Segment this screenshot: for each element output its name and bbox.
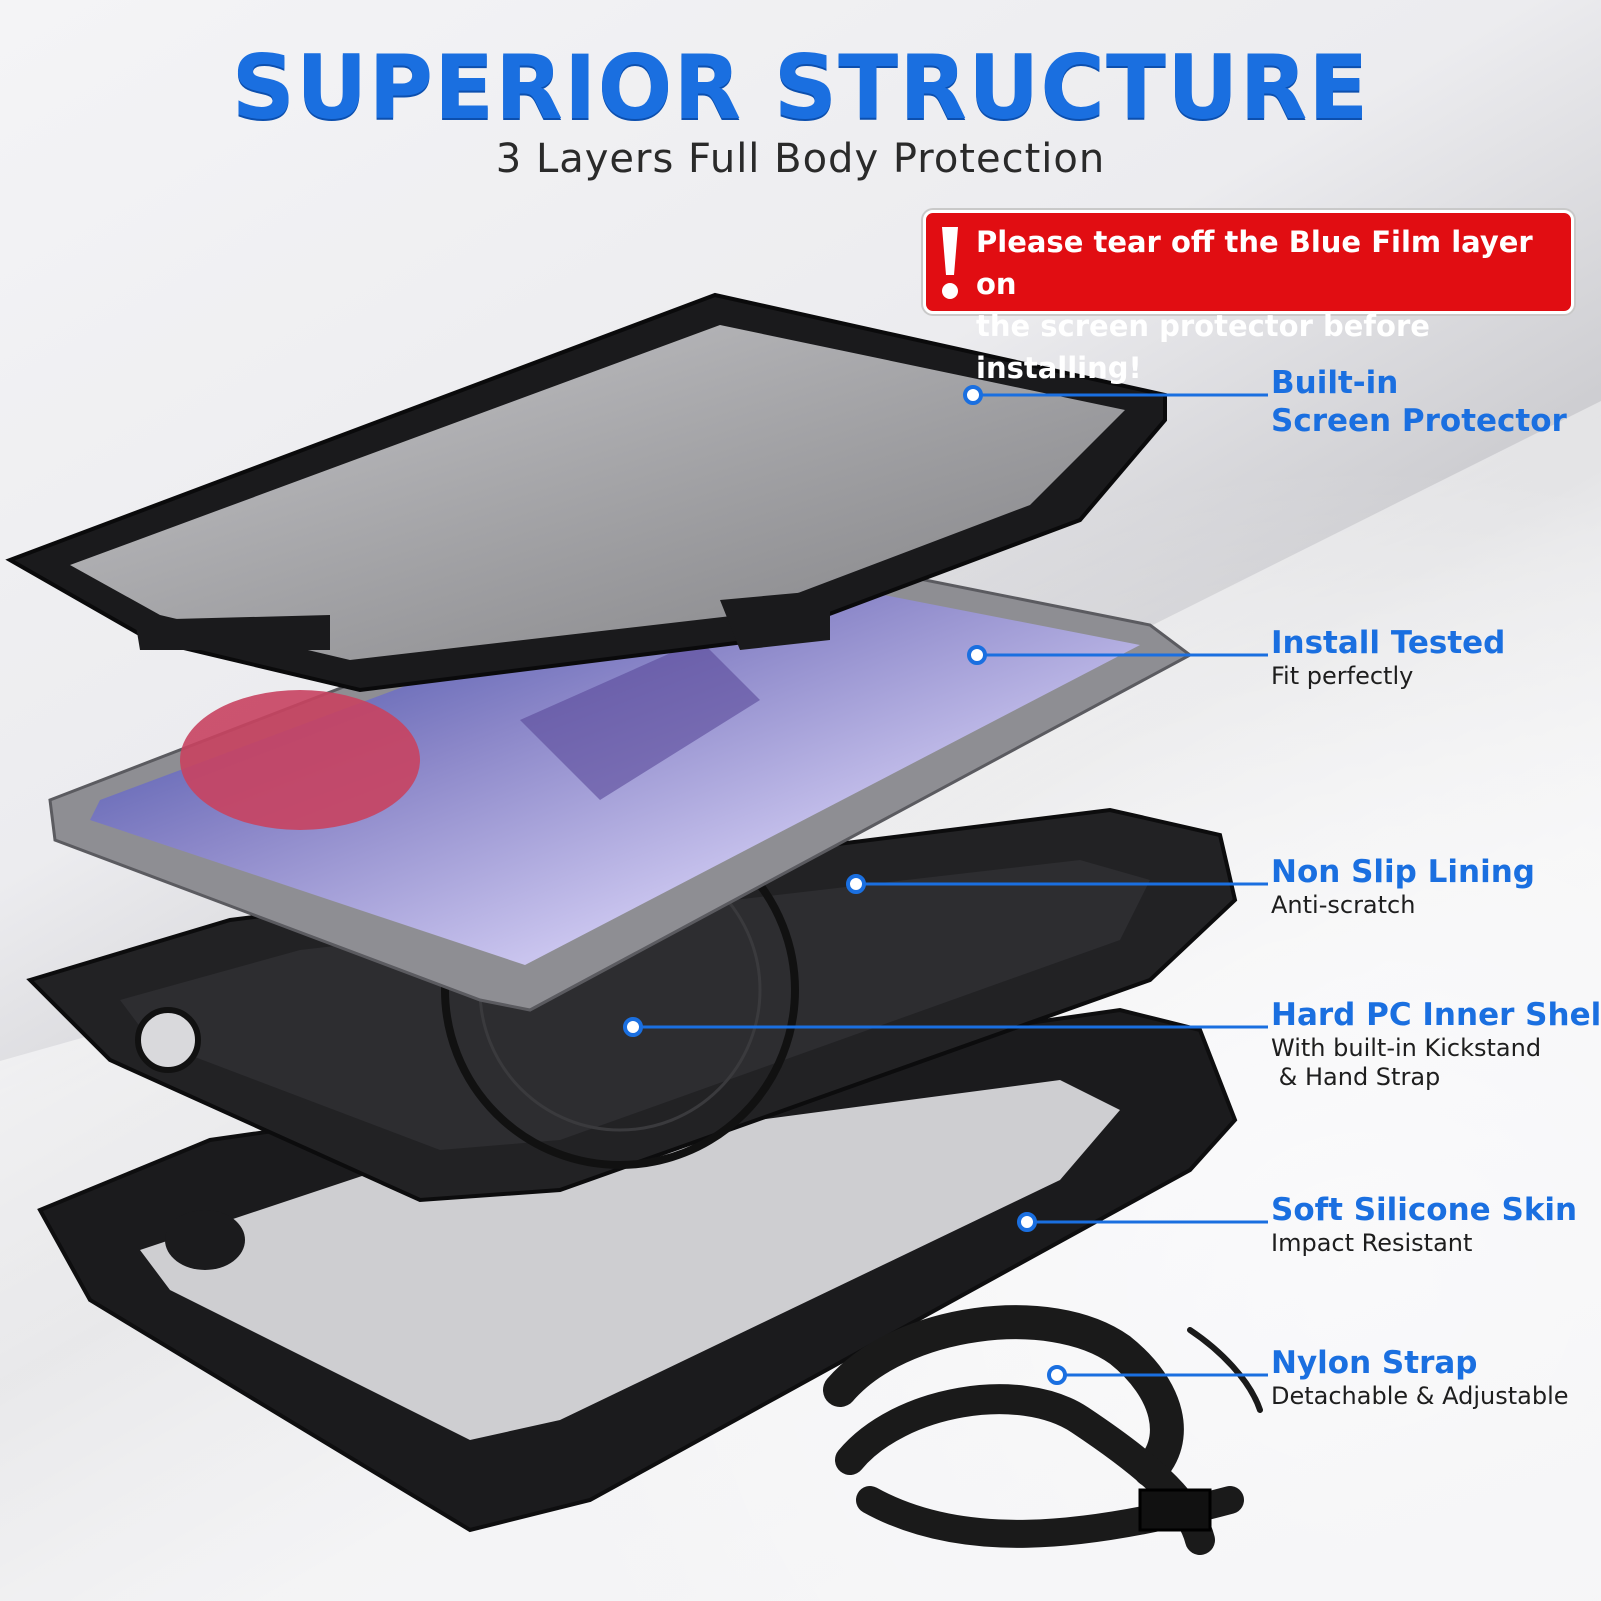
feature-description-line-1: With built-in Kickstand <box>1271 1034 1542 1062</box>
exclamation-icon <box>942 227 958 299</box>
feature-description-line-2: & Hand Strap <box>1271 1063 1441 1091</box>
screen-protector-layer <box>5 292 1167 693</box>
feature-silicone-skin: Soft Silicone Skin Impact Resistant <box>1271 1191 1577 1258</box>
callout-dot-nylon-strap <box>1047 1365 1067 1385</box>
feature-title: Hard PC Inner Shell <box>1271 997 1601 1033</box>
warning-text: Please tear off the Blue Film layer on t… <box>976 221 1566 389</box>
feature-title-line-2: Screen Protector <box>1271 403 1567 439</box>
feature-description: Anti-scratch <box>1271 891 1416 919</box>
callout-dot-screen-protector <box>963 385 983 405</box>
feature-title-line-1: Built-in <box>1271 365 1399 401</box>
feature-title: Non Slip Lining <box>1271 854 1535 890</box>
page-subtitle: 3 Layers Full Body Protection <box>495 136 1106 182</box>
nylon-strap <box>823 1305 1263 1555</box>
feature-title: Install Tested <box>1271 625 1506 661</box>
feature-title: Soft Silicone Skin <box>1271 1192 1578 1228</box>
tablet <box>48 538 1193 1012</box>
feature-description: Impact Resistant <box>1271 1229 1473 1257</box>
callout-dot-install-tested <box>967 645 987 665</box>
feature-description: Detachable & Adjustable <box>1271 1382 1569 1410</box>
warning-banner: Please tear off the Blue Film layer on t… <box>923 210 1574 385</box>
callout-dot-non-slip <box>846 874 866 894</box>
feature-install-tested: Install Tested Fit perfectly <box>1271 624 1505 691</box>
feature-hard-pc-shell: Hard PC Inner Shell With built-in Kickst… <box>1271 996 1601 1092</box>
warning-line-2: the screen protector before installing! <box>976 309 1430 385</box>
callout-dot-hard-shell <box>623 1017 643 1037</box>
callout-dot-silicone <box>1017 1212 1037 1232</box>
feature-non-slip-lining: Non Slip Lining Anti-scratch <box>1271 853 1535 920</box>
feature-title: Nylon Strap <box>1271 1345 1478 1381</box>
warning-line-1: Please tear off the Blue Film layer on <box>976 225 1533 301</box>
feature-nylon-strap: Nylon Strap Detachable & Adjustable <box>1271 1344 1569 1411</box>
feature-screen-protector: Built-in Screen Protector <box>1271 364 1567 440</box>
page-title: SUPERIOR STRUCTURE <box>231 36 1370 139</box>
feature-description: Fit perfectly <box>1271 662 1414 690</box>
